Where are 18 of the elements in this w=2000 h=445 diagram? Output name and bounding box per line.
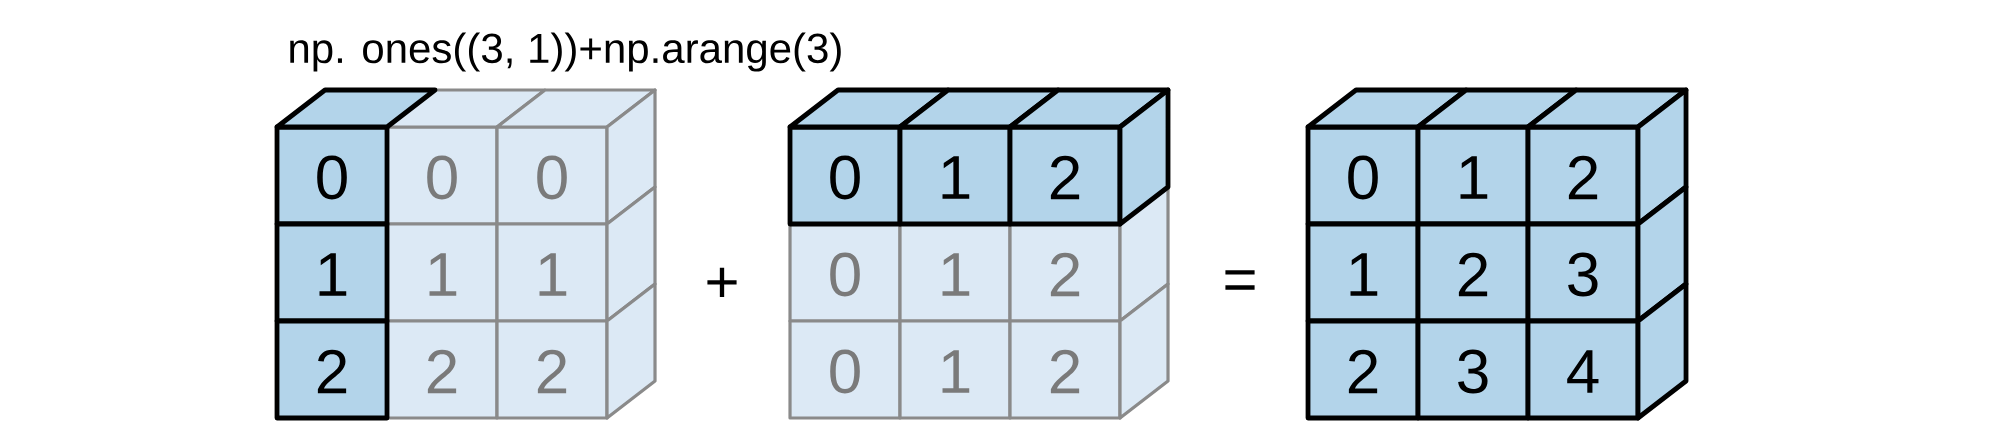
- faded-cube: 1: [898, 319, 1012, 420]
- faded-cube: 2: [385, 319, 499, 420]
- faded-cube: 0: [788, 222, 902, 323]
- cube: 1: [274, 221, 390, 324]
- faded-cube: 1: [385, 222, 499, 323]
- faded-cube: 1: [898, 222, 1012, 323]
- operator-sign: +: [707, 267, 737, 298]
- cube: 2: [1415, 221, 1531, 324]
- cube: 2: [1525, 87, 1689, 227]
- cube: 2: [274, 318, 390, 421]
- title: np. ones((3, 1))+np.arange(3): [290, 32, 841, 72]
- cube: 2: [1007, 87, 1171, 227]
- faded-cube: 0: [788, 319, 902, 420]
- cube: 2: [1305, 318, 1421, 421]
- faded-cube: 0: [495, 88, 657, 226]
- cube: 1: [1305, 221, 1421, 324]
- cube: 3: [1415, 318, 1531, 421]
- operator-sign: =: [1225, 270, 1255, 290]
